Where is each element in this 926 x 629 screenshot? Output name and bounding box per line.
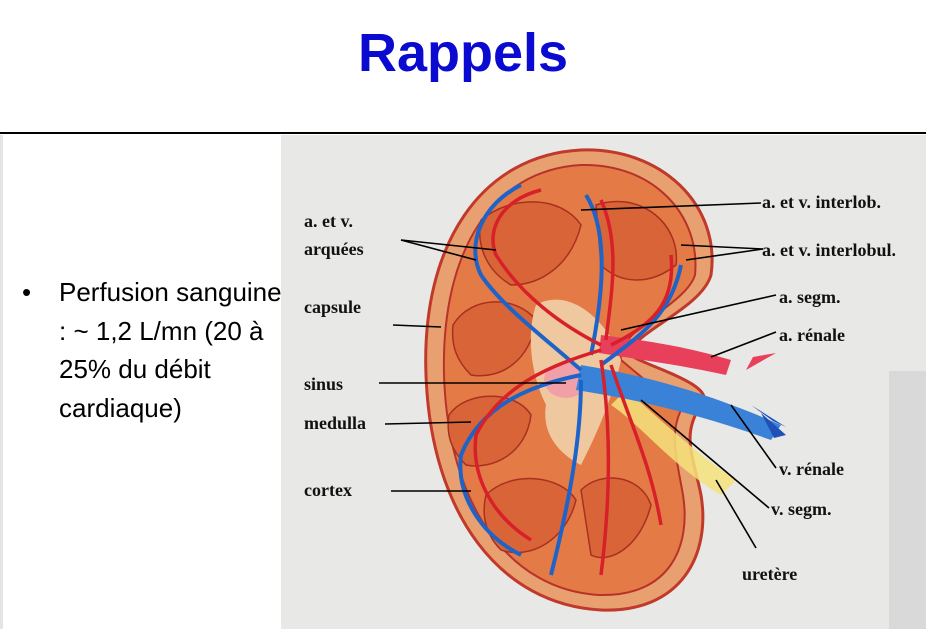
label-capsule: capsule xyxy=(304,297,362,317)
label-interlob: a. et v. interlob. xyxy=(762,192,881,212)
slide-title: Rappels xyxy=(357,23,569,83)
label-interlobul: a. et v. interlobul. xyxy=(762,240,896,260)
kidney-illustration xyxy=(379,148,786,612)
label-medulla: medulla xyxy=(304,413,367,433)
left-edge-strip xyxy=(0,135,3,629)
label-a-renale: a. rénale xyxy=(779,325,845,345)
label-a-segm: a. segm. xyxy=(779,287,841,307)
label-arquees-line2: arquées xyxy=(304,239,364,259)
background-panel xyxy=(889,371,926,629)
kidney-anatomy-figure: a. et v. arquées capsule sinus medulla c… xyxy=(281,135,926,629)
title-divider xyxy=(0,132,926,134)
label-uretere: uretère xyxy=(742,564,798,584)
label-cortex: cortex xyxy=(304,480,352,500)
bullet-marker: • xyxy=(22,277,32,307)
label-v-segm: v. segm. xyxy=(771,499,832,519)
bullet-text: Perfusion sanguine : ~ 1,2 L/mn (20 à 25… xyxy=(59,277,282,423)
label-arquees-line1: a. et v. xyxy=(304,211,353,231)
label-v-renale: v. rénale xyxy=(779,459,844,479)
label-sinus: sinus xyxy=(304,374,344,394)
